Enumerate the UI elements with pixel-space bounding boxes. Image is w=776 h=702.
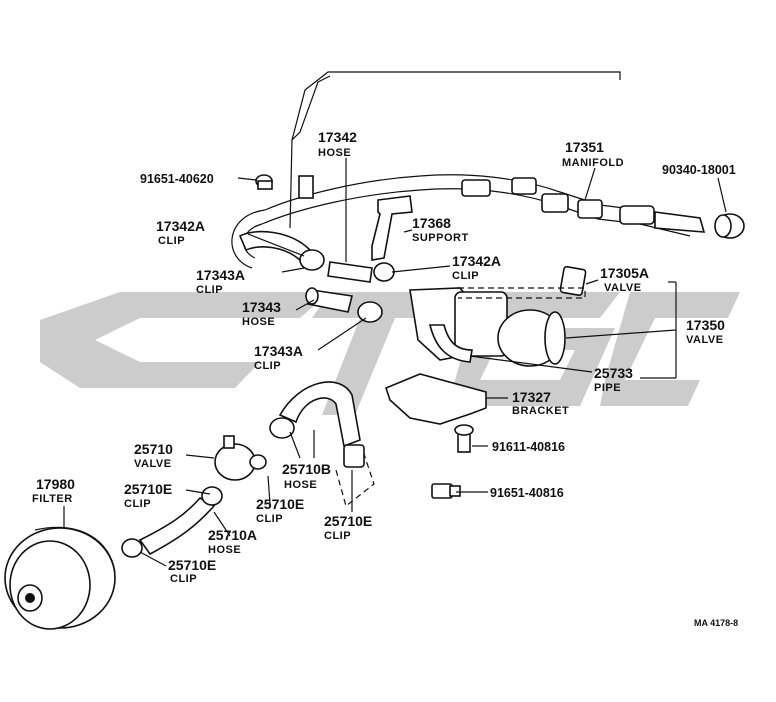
part-name: CLIP bbox=[256, 513, 283, 525]
sleeve-part bbox=[714, 213, 745, 239]
part-name: FILTER bbox=[32, 493, 73, 505]
bolt-part-3 bbox=[431, 483, 461, 499]
callout-25710e-1: 25710E CLIP bbox=[124, 481, 172, 510]
part-number: 17342A bbox=[156, 218, 205, 234]
part-number: 17327 bbox=[512, 389, 551, 405]
part-name: CLIP bbox=[324, 530, 351, 542]
part-number: 91611-40816 bbox=[492, 440, 565, 454]
part-number: 25733 bbox=[594, 365, 633, 381]
dashed-valve-group bbox=[458, 287, 586, 299]
part-number: 25710E bbox=[124, 481, 172, 497]
callout-17342a-right: 17342A CLIP bbox=[452, 253, 501, 282]
drawing-reference: MA 4178-8 bbox=[694, 618, 738, 628]
part-name: HOSE bbox=[318, 147, 351, 159]
bracket-17327 bbox=[385, 373, 487, 425]
callout-25710a: 25710A HOSE bbox=[208, 527, 257, 556]
part-name: HOSE bbox=[284, 479, 317, 491]
callout-25710e-2: 25710E CLIP bbox=[256, 496, 304, 525]
bolt-part-1 bbox=[255, 174, 273, 190]
part-number: 91651-40816 bbox=[490, 486, 564, 500]
part-number: 17351 bbox=[565, 139, 604, 155]
part-name: CLIP bbox=[452, 270, 479, 282]
part-number: 17342 bbox=[318, 129, 357, 145]
part-number: 90340-18001 bbox=[662, 163, 736, 177]
part-number: 25710E bbox=[324, 513, 372, 529]
part-number: 25710 bbox=[134, 441, 173, 457]
hose-17343 bbox=[305, 287, 383, 323]
part-name: VALVE bbox=[604, 282, 642, 294]
callout-17350: 17350 VALVE bbox=[686, 317, 725, 346]
dashed-hose-link bbox=[335, 453, 375, 508]
callout-17343: 17343 HOSE bbox=[242, 299, 281, 328]
part-name: HOSE bbox=[242, 316, 275, 328]
part-number: 17343A bbox=[196, 267, 245, 283]
callout-25710: 25710 VALVE bbox=[134, 441, 173, 470]
part-name: SUPPORT bbox=[412, 232, 469, 244]
engine-outline bbox=[289, 71, 621, 229]
part-number: 17342A bbox=[452, 253, 501, 269]
part-number: 25710E bbox=[256, 496, 304, 512]
part-number: 25710A bbox=[208, 527, 257, 543]
part-number: 17305A bbox=[600, 265, 649, 281]
callout-25710e-3: 25710E CLIP bbox=[324, 513, 372, 542]
callout-17342: 17342 HOSE bbox=[318, 129, 357, 159]
callout-91611-40816: 91611-40816 bbox=[492, 440, 565, 454]
valve-25710 bbox=[214, 435, 267, 481]
hose-25710b bbox=[269, 381, 365, 468]
callout-17980: 17980 FILTER bbox=[32, 476, 75, 505]
part-number: 17350 bbox=[686, 317, 725, 333]
hose-25710a bbox=[121, 486, 223, 558]
callout-25733: 25733 PIPE bbox=[594, 365, 633, 394]
callout-25710b: 25710B HOSE bbox=[282, 461, 331, 491]
part-name: HOSE bbox=[208, 544, 241, 556]
part-name: CLIP bbox=[124, 498, 151, 510]
hose-17342 bbox=[238, 230, 395, 283]
part-number: 17343A bbox=[254, 343, 303, 359]
part-name: CLIP bbox=[196, 284, 223, 296]
part-name: MANIFOLD bbox=[562, 157, 624, 169]
part-name: CLIP bbox=[158, 235, 185, 247]
bolt-part-2 bbox=[454, 424, 474, 453]
callout-17343a-bottom: 17343A CLIP bbox=[254, 343, 303, 372]
part-name: VALVE bbox=[134, 458, 172, 470]
callout-90340-18001: 90340-18001 bbox=[662, 163, 736, 177]
leader-lines bbox=[63, 158, 727, 567]
manifold-pipe bbox=[231, 174, 706, 269]
filter-17980 bbox=[4, 526, 116, 630]
callout-17327: 17327 BRACKET bbox=[512, 389, 569, 417]
callout-91651-40620: 91651-40620 bbox=[140, 172, 214, 186]
callout-17305a: 17305A VALVE bbox=[600, 265, 649, 294]
callout-91651-40816: 91651-40816 bbox=[490, 486, 564, 500]
callout-17351: 17351 MANIFOLD bbox=[562, 139, 624, 169]
support-bracket bbox=[371, 195, 413, 261]
part-number: 25710E bbox=[168, 557, 216, 573]
part-name: CLIP bbox=[254, 360, 281, 372]
callout-25710e-4: 25710E CLIP bbox=[168, 557, 216, 585]
part-name: CLIP bbox=[170, 573, 197, 585]
part-number: 17343 bbox=[242, 299, 281, 315]
callout-17368: 17368 SUPPORT bbox=[412, 215, 469, 244]
callout-17343a-top: 17343A CLIP bbox=[196, 267, 245, 296]
part-number: 25710B bbox=[282, 461, 331, 477]
part-number: 91651-40620 bbox=[140, 172, 214, 186]
part-number: 17368 bbox=[412, 215, 451, 231]
callout-17342a-top: 17342A CLIP bbox=[156, 218, 205, 247]
part-name: BRACKET bbox=[512, 405, 569, 417]
part-name: VALVE bbox=[686, 334, 724, 346]
part-name: PIPE bbox=[594, 382, 621, 394]
valve-assembly bbox=[409, 265, 587, 367]
part-number: 17980 bbox=[36, 476, 75, 492]
mount-tab bbox=[298, 175, 314, 199]
